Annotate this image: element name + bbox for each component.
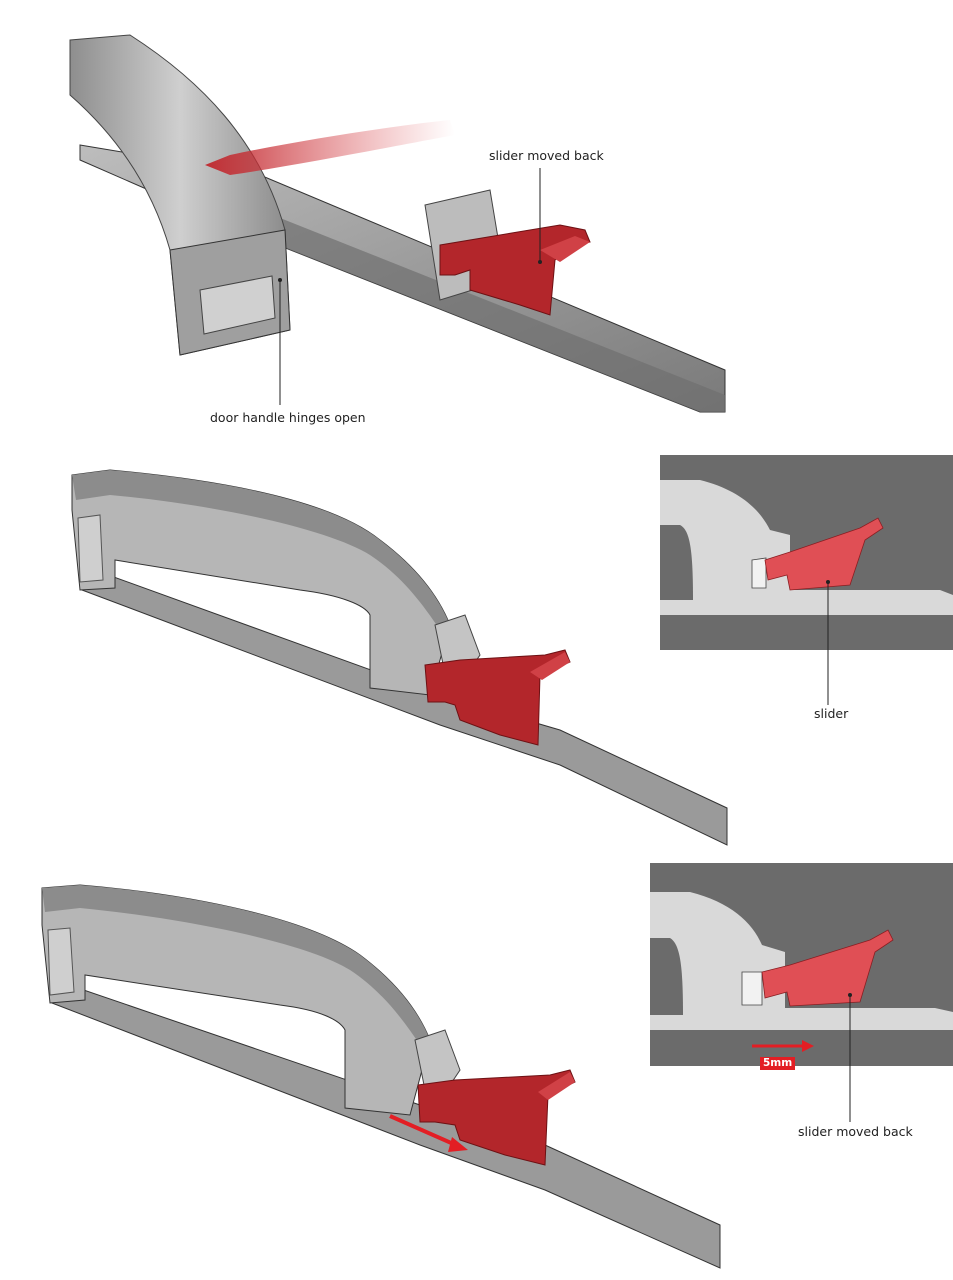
label-slider-moved-back-bottom: slider moved back [798, 1124, 913, 1139]
handle-closed-illustration [71, 455, 953, 846]
panel-slider-moved-back: 5mm slider moved back [0, 860, 953, 1280]
panel-handle-open: slider moved back door handle hinges ope… [0, 0, 953, 440]
label-slider-moved-back-top: slider moved back [489, 148, 604, 163]
label-slider: slider [814, 706, 849, 721]
inset-slider-moved-back [650, 863, 953, 1122]
slider-moved-back-illustration [41, 863, 953, 1269]
panel-handle-closed: slider [0, 440, 953, 860]
handle-open-illustration [69, 34, 726, 413]
inset-slider-closed [660, 455, 953, 705]
distance-tag-5mm: 5mm [760, 1057, 796, 1070]
label-door-handle-hinges-open: door handle hinges open [210, 410, 366, 425]
